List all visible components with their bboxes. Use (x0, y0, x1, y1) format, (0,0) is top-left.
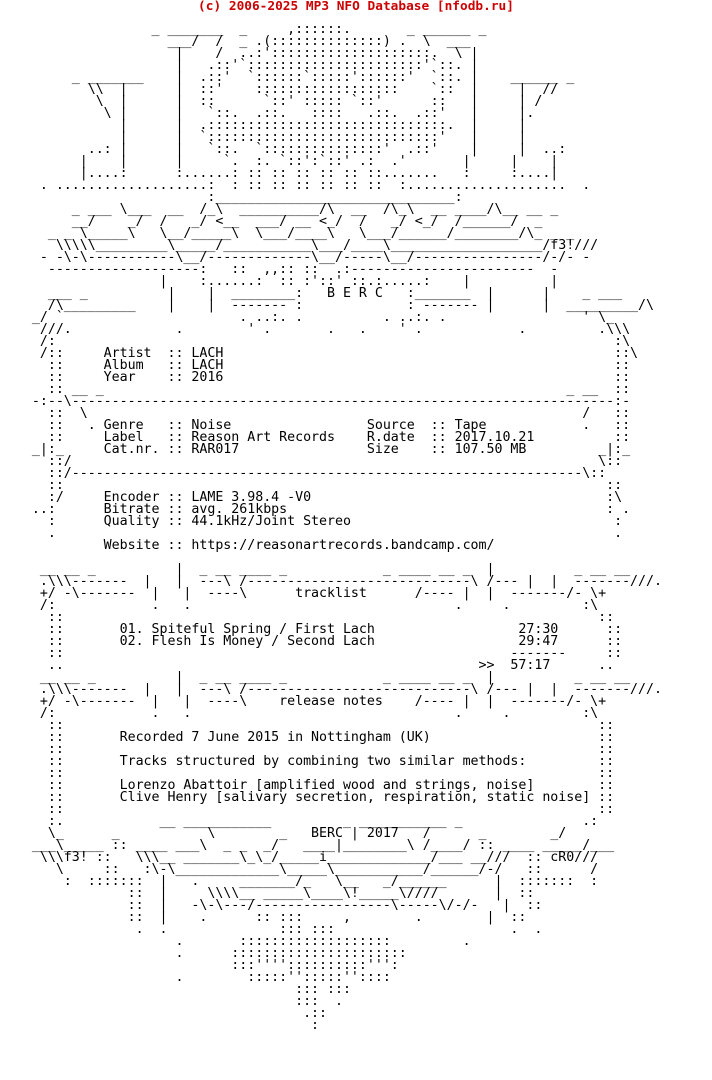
nfo-line: :: . Genre :: Noise Source :: Tape . :: (0, 418, 631, 433)
nfo-line: :: Year :: 2016 :: (0, 370, 631, 385)
nfo-line: - -\-\-----------\__/-------------\__/--… (0, 250, 591, 265)
nfo-line: . ...................: : :: :: :: :: :: … (0, 178, 591, 193)
nfo-line: :: :: (0, 766, 615, 781)
nfo-line: :: 02. Flesh Is Money / Second Lach 29:4… (0, 634, 623, 649)
nfo-line: :: \ / :: (0, 406, 631, 421)
nfo-line: \_ _ \ _ BERC | 2017 / _ _/ (0, 826, 567, 841)
nfo-line: :: :: (0, 478, 623, 493)
nfo-line: ::: ::: (0, 982, 351, 997)
nfo-line: :: Album :: LACH :: (0, 358, 631, 373)
nfo-line: /: :\ (0, 334, 631, 349)
nfo-line: ..: | | `::. `:::::::::::::::' .::' | | … (0, 142, 567, 157)
nfo-line: :: :: (0, 802, 615, 817)
nfo-line: :: __ _ _ __ :: (0, 382, 631, 397)
nfo-line: Website :: https://reasonartrecords.band… (0, 538, 495, 553)
nfo-line: _ ___ \___ __ /_\ __________/\ __ /\_\ _… (0, 202, 559, 217)
nfo-line: /\_________ | | ------- : : ------- | | … (0, 298, 654, 313)
nfo-line: . :::::'':::::'':::: (0, 970, 391, 985)
nfo-line: :: Clive Henry [salivary secretion, resp… (0, 790, 615, 805)
nfo-ascii-art: _ _______ _ ,::::::. _ ______ _ ___/ / _… (0, 22, 662, 1033)
nfo-line: :: Tracks structured by combining two si… (0, 754, 615, 769)
nfo-line: :: | \\\\__ _____\____\!_____\//// | :: (0, 886, 535, 901)
nfo-line: -------------------: :: ,,:: :: .:------… (0, 262, 559, 277)
nfo-line: \ | | :: `::' ::::: `::' :: | | / (0, 94, 543, 109)
nfo-line: \ :: :\-\_____________\_____\___________… (0, 862, 599, 877)
nfo-line: | .::'`::::::::::::::::::::::'`::. | (0, 58, 479, 73)
nfo-line: _ _ \_____\ \__/_____\ \___/____\ \___/_… (0, 226, 575, 241)
nfo-line: .\\\------- | | ---\ /------------------… (0, 682, 662, 697)
nfo-line: _ _______ | .::' `::::::`:::::'::::::' `… (0, 70, 575, 85)
nfo-line: _ _______ _ ,::::::. _ ______ _ (0, 22, 487, 37)
nfo-line: :/ Encoder :: LAME 3.98.4 -V0 :\ (0, 490, 623, 505)
nfo-line: :: :: (0, 742, 615, 757)
nfo-line: . . (0, 526, 623, 541)
nfo-line: /:: Artist :: LACH ::\ (0, 346, 639, 361)
nfo-line: .:: (0, 1006, 327, 1021)
nfo-line: -:--\-----------------------------------… (0, 394, 631, 409)
nfo-line: ::/ \:: (0, 454, 623, 469)
nfo-line: /: . . . . :\ (0, 706, 599, 721)
nfo-line: :. __ ___________ _ ___________ _ .: (0, 814, 599, 829)
nfo-line: +/ -\------- | | ----\ tracklist /---- |… (0, 586, 607, 601)
site-credit-banner: (c) 2006-2025 MP3 NFO Database [nfodb.ru… (198, 0, 514, 14)
nfo-line: :: Lorenzo Abattoir [amplified wood and … (0, 778, 615, 793)
nfo-line: _/ ` . ..:. . . ..:. . ' \_ (0, 310, 615, 325)
nfo-line: . . ::: ::: . . (0, 922, 543, 937)
nfo-line: :: ------- :: (0, 646, 623, 661)
nfo-line: :: :: (0, 718, 615, 733)
nfo-line: . :::::::::::::::::::::: (0, 946, 407, 961)
nfo-line: | :......: :: :'::' ::.:.....: | | (0, 274, 559, 289)
nfo-line: _|:_ Cat.nr. :: RAR017 Size :: 107.50 MB… (0, 442, 631, 457)
nfo-line: ___ _ | | ________: B E R C :_______ | |… (0, 286, 623, 301)
nfo-line: \\\\\_________\_____/___________\___/___… (0, 238, 599, 253)
nfo-line: :______________________________: (0, 190, 463, 205)
nfo-line: .\\\------- | | ---\ /------------------… (0, 574, 662, 589)
nfo-line: ::: . (0, 994, 343, 1009)
nfo-line: __/ _/ / _/ <__ ___/ __ <_/ / _/ <_/ /__… (0, 214, 543, 229)
nfo-line: : ::::::: | . _______/_ \__ _/______ | :… (0, 874, 599, 889)
nfo-line: .. >> 57:17 .. (0, 658, 615, 673)
nfo-line: :: | -\-\---/-----------------\-----\/-/… (0, 898, 543, 913)
nfo-line: :: Label :: Reason Art Records R.date ::… (0, 430, 631, 445)
nfo-line: ///. . ' . . . ' . . .\\\ (0, 322, 631, 337)
nfo-line: \\\f3! :: \\\__ _______\_\_/_____i______… (0, 850, 599, 865)
nfo-line: :: 01. Spiteful Spring / First Lach 27:3… (0, 622, 623, 637)
nfo-line: : (0, 1018, 320, 1033)
nfo-line: ..: Bitrate :: avg. 261kbps : . (0, 502, 631, 517)
nfo-line: |....: :......: :: :: :: :: :: ::.......… (0, 166, 559, 181)
nfo-line: __ __ _ | _ __ ____ _ _ ____ __ _ | _ __… (0, 562, 631, 577)
nfo-line: | | | `. :. `::':`::' .: .' | | | (0, 154, 559, 169)
nfo-line: __ __ _ | _ __ ____ _ _ ____ __ _ | _ __… (0, 670, 631, 685)
nfo-line: :: | . :: ::: , . | :: (0, 910, 527, 925)
nfo-line: :: :: (0, 610, 615, 625)
nfo-line: | | .::::::::::::::::::::::::::::::. | | (0, 118, 527, 133)
nfo-line: | / ..:'::::::::::::::::::::. \ | (0, 46, 479, 61)
nfo-line: \ | | `::. .::. :::: .::. .::' | |. (0, 106, 535, 121)
nfo-line: :: Recorded 7 June 2015 in Nottingham (U… (0, 730, 615, 745)
nfo-line: : Quality :: 44.1kHz/Joint Stereo : (0, 514, 623, 529)
nfo-line: :::''''::::::::::''': (0, 958, 399, 973)
nfo-line: +/ -\------- | | ----\ release notes /--… (0, 694, 607, 709)
nfo-line: ___\_____ :: ____ ___\ _ _ _/ ____|_____… (0, 838, 615, 853)
nfo-line: . ::::::::::::::::::: . (0, 934, 471, 949)
nfo-line: | | `:::::::::::::::::::::::::::::' | | (0, 130, 527, 145)
nfo-line: ::/-------------------------------------… (0, 466, 607, 481)
nfo-line: ___/ / _ .(::::::::::::::) . \ ___ (0, 34, 471, 49)
nfo-line: /: . . . . :\ (0, 598, 599, 613)
nfo-line: \\ | | ::' :::::::::::::::::: `:: | | // (0, 82, 559, 97)
